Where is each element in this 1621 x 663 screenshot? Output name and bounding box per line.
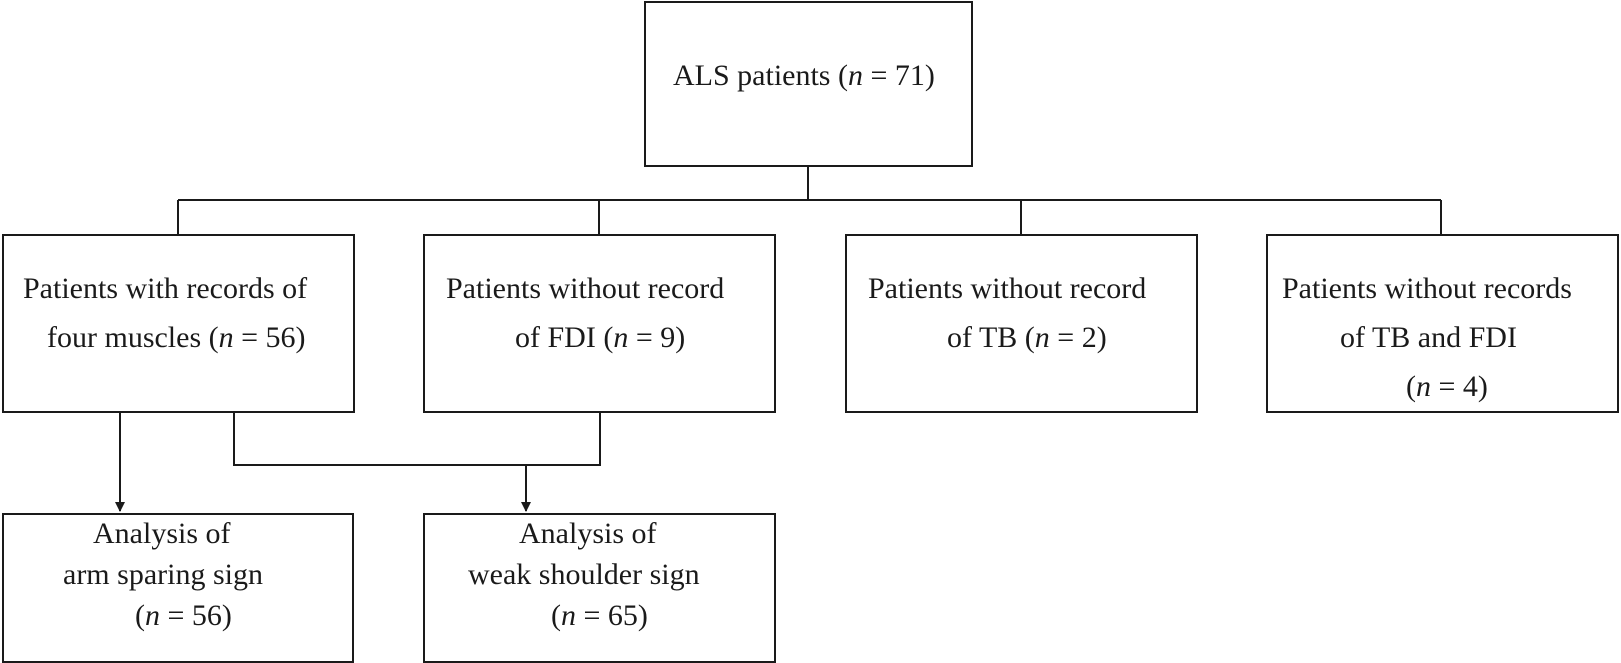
box-without-tb-and-fdi: Patients without records of TB and FDI (… xyxy=(1266,234,1619,413)
analysis-line-3: (n = 65) xyxy=(551,599,648,632)
analysis-line-3: (n = 56) xyxy=(135,599,232,632)
analysis-line-1: Analysis of xyxy=(93,517,231,550)
root-label: ALS patients (n = 71) xyxy=(673,59,935,92)
analysis-line-2: arm sparing sign xyxy=(63,558,263,591)
analysis-line-2: weak shoulder sign xyxy=(468,558,700,591)
merge-line-weak-shoulder xyxy=(233,413,601,466)
group-line-1: Patients with records of xyxy=(23,272,308,305)
box-als-patients: ALS patients (n = 71) xyxy=(644,1,973,167)
group-line-2: of TB (n = 2) xyxy=(947,321,1107,354)
group-line-1: Patients without records xyxy=(1282,272,1572,305)
box-analysis-arm-sparing: Analysis of arm sparing sign (n = 56) xyxy=(2,513,354,663)
box-without-tb: Patients without record of TB (n = 2) xyxy=(845,234,1198,413)
group-line-1: Patients without record xyxy=(446,272,725,305)
group-line-2: of FDI (n = 9) xyxy=(515,321,686,354)
group-line-1: Patients without record xyxy=(868,272,1147,305)
box-records-four-muscles: Patients with records of four muscles (n… xyxy=(2,234,355,413)
analysis-line-1: Analysis of xyxy=(519,517,657,550)
box-without-fdi: Patients without record of FDI (n = 9) xyxy=(423,234,776,413)
group-line-3: (n = 4) xyxy=(1406,370,1488,403)
group-line-2: four muscles (n = 56) xyxy=(47,321,306,354)
group-line-2: of TB and FDI xyxy=(1340,321,1517,354)
box-analysis-weak-shoulder: Analysis of weak shoulder sign (n = 65) xyxy=(423,513,776,663)
